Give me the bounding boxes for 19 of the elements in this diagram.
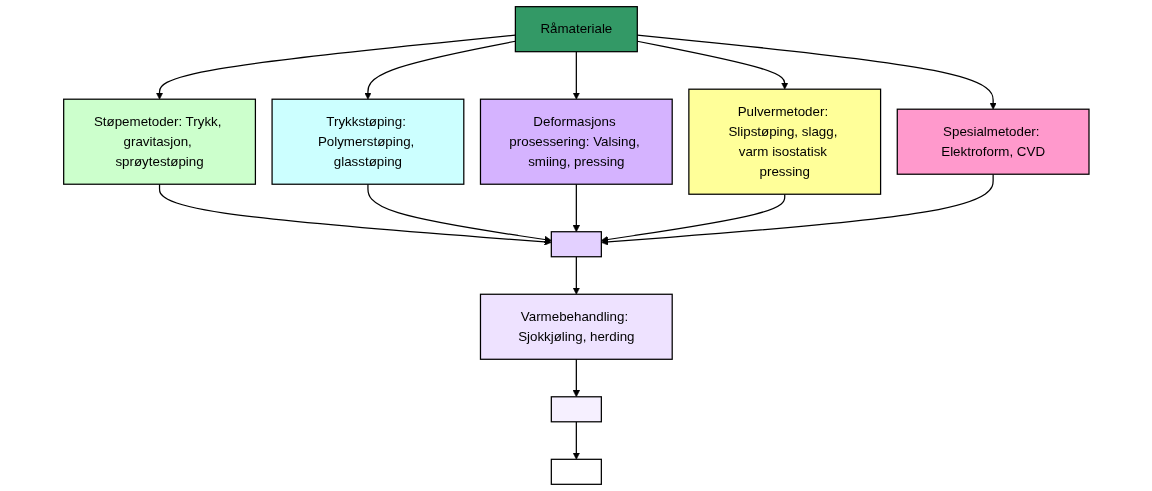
node-box: Trykkstøping: Polymerstøping, glasstøping xyxy=(271,98,465,185)
node-box: Råmateriale xyxy=(514,6,638,53)
node-box: Støpemetoder: Trykk, gravitasjon, sprøytestøping xyxy=(62,98,256,185)
node-box: Pulvermetoder: Slipstøping, slagg, varm isostatisk pressing xyxy=(687,88,881,195)
arrow xyxy=(572,358,580,398)
arrow xyxy=(363,40,516,100)
node-box xyxy=(550,396,602,423)
arrow xyxy=(636,40,789,90)
node-box xyxy=(550,231,602,258)
node-box xyxy=(550,458,602,485)
node-box: Deformasjons prosessering: Valsing, smiing, pressing xyxy=(479,98,673,185)
arrow xyxy=(572,256,580,295)
arrow xyxy=(636,34,997,110)
arrow xyxy=(572,421,580,460)
node-box: Varmebehandling: Sjokkjøling, herding xyxy=(479,293,673,360)
arrow xyxy=(572,51,580,100)
node-box: Spesialmetoder: Elektroform, CVD xyxy=(896,108,1090,175)
arrow xyxy=(155,34,516,100)
arrow xyxy=(572,183,580,233)
